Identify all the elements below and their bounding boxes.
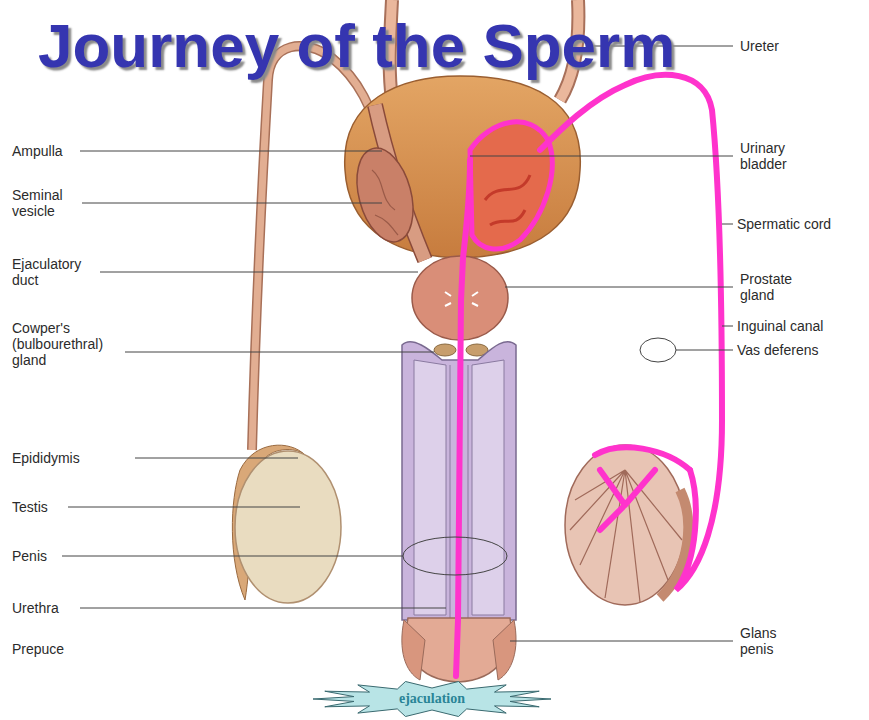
part-label: Urinary bladder bbox=[740, 140, 810, 172]
part-label: Ejaculatory duct bbox=[12, 256, 98, 288]
part-label: Cowper's (bulbourethral) gland bbox=[12, 320, 122, 368]
starburst-banner: ejaculation bbox=[312, 680, 552, 718]
part-label: Ampulla bbox=[12, 143, 78, 159]
part-label: Penis bbox=[12, 548, 60, 564]
part-label: Glans penis bbox=[740, 625, 800, 657]
part-label: Seminal vesicle bbox=[12, 187, 80, 219]
part-label: Inguinal canal bbox=[737, 318, 862, 334]
part-label: Prepuce bbox=[12, 641, 82, 657]
part-label: Urethra bbox=[12, 600, 78, 616]
part-label: Testis bbox=[12, 499, 67, 515]
title: Journey of the Sperm bbox=[38, 10, 675, 82]
starburst-outline bbox=[313, 682, 551, 717]
part-label: Ureter bbox=[740, 38, 860, 54]
part-label: Prostate gland bbox=[740, 271, 815, 303]
banner-text: ejaculation bbox=[399, 691, 465, 707]
part-label: Epididymis bbox=[12, 450, 132, 466]
part-label: Vas deferens bbox=[737, 342, 862, 358]
part-label: Spermatic cord bbox=[737, 216, 862, 232]
